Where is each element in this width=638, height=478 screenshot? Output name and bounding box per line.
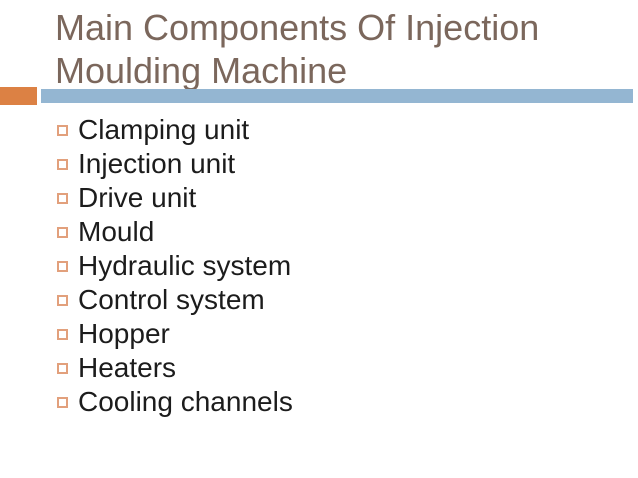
- list-item-label: Cooling channels: [78, 386, 293, 417]
- list-item: Control system: [57, 284, 293, 318]
- list-item-label: Injection unit: [78, 148, 236, 179]
- square-bullet-icon: [57, 193, 68, 204]
- list-item-label: Hopper: [78, 318, 170, 349]
- slide-title: Main Components Of Injection Moulding Ma…: [55, 7, 540, 91]
- list-item: Hydraulic system: [57, 250, 293, 284]
- title-divider-bar: [41, 89, 633, 103]
- list-item: Drive unit: [57, 182, 293, 216]
- square-bullet-icon: [57, 261, 68, 272]
- list-item: Cooling channels: [57, 386, 293, 420]
- square-bullet-icon: [57, 125, 68, 136]
- bullet-list: Clamping unit Injection unit Drive unit …: [57, 114, 293, 420]
- list-item: Heaters: [57, 352, 293, 386]
- square-bullet-icon: [57, 397, 68, 408]
- square-bullet-icon: [57, 295, 68, 306]
- list-item-label: Mould: [78, 216, 155, 247]
- list-item-label: Drive unit: [78, 182, 197, 213]
- list-item-label: Heaters: [78, 352, 177, 383]
- square-bullet-icon: [57, 363, 68, 374]
- list-item: Clamping unit: [57, 114, 293, 148]
- square-bullet-icon: [57, 159, 68, 170]
- list-item: Mould: [57, 216, 293, 250]
- square-bullet-icon: [57, 329, 68, 340]
- list-item: Injection unit: [57, 148, 293, 182]
- list-item-label: Hydraulic system: [78, 250, 292, 281]
- square-bullet-icon: [57, 227, 68, 238]
- list-item-label: Clamping unit: [78, 114, 250, 145]
- title-divider-accent-block: [0, 87, 37, 105]
- list-item: Hopper: [57, 318, 293, 352]
- list-item-label: Control system: [78, 284, 265, 315]
